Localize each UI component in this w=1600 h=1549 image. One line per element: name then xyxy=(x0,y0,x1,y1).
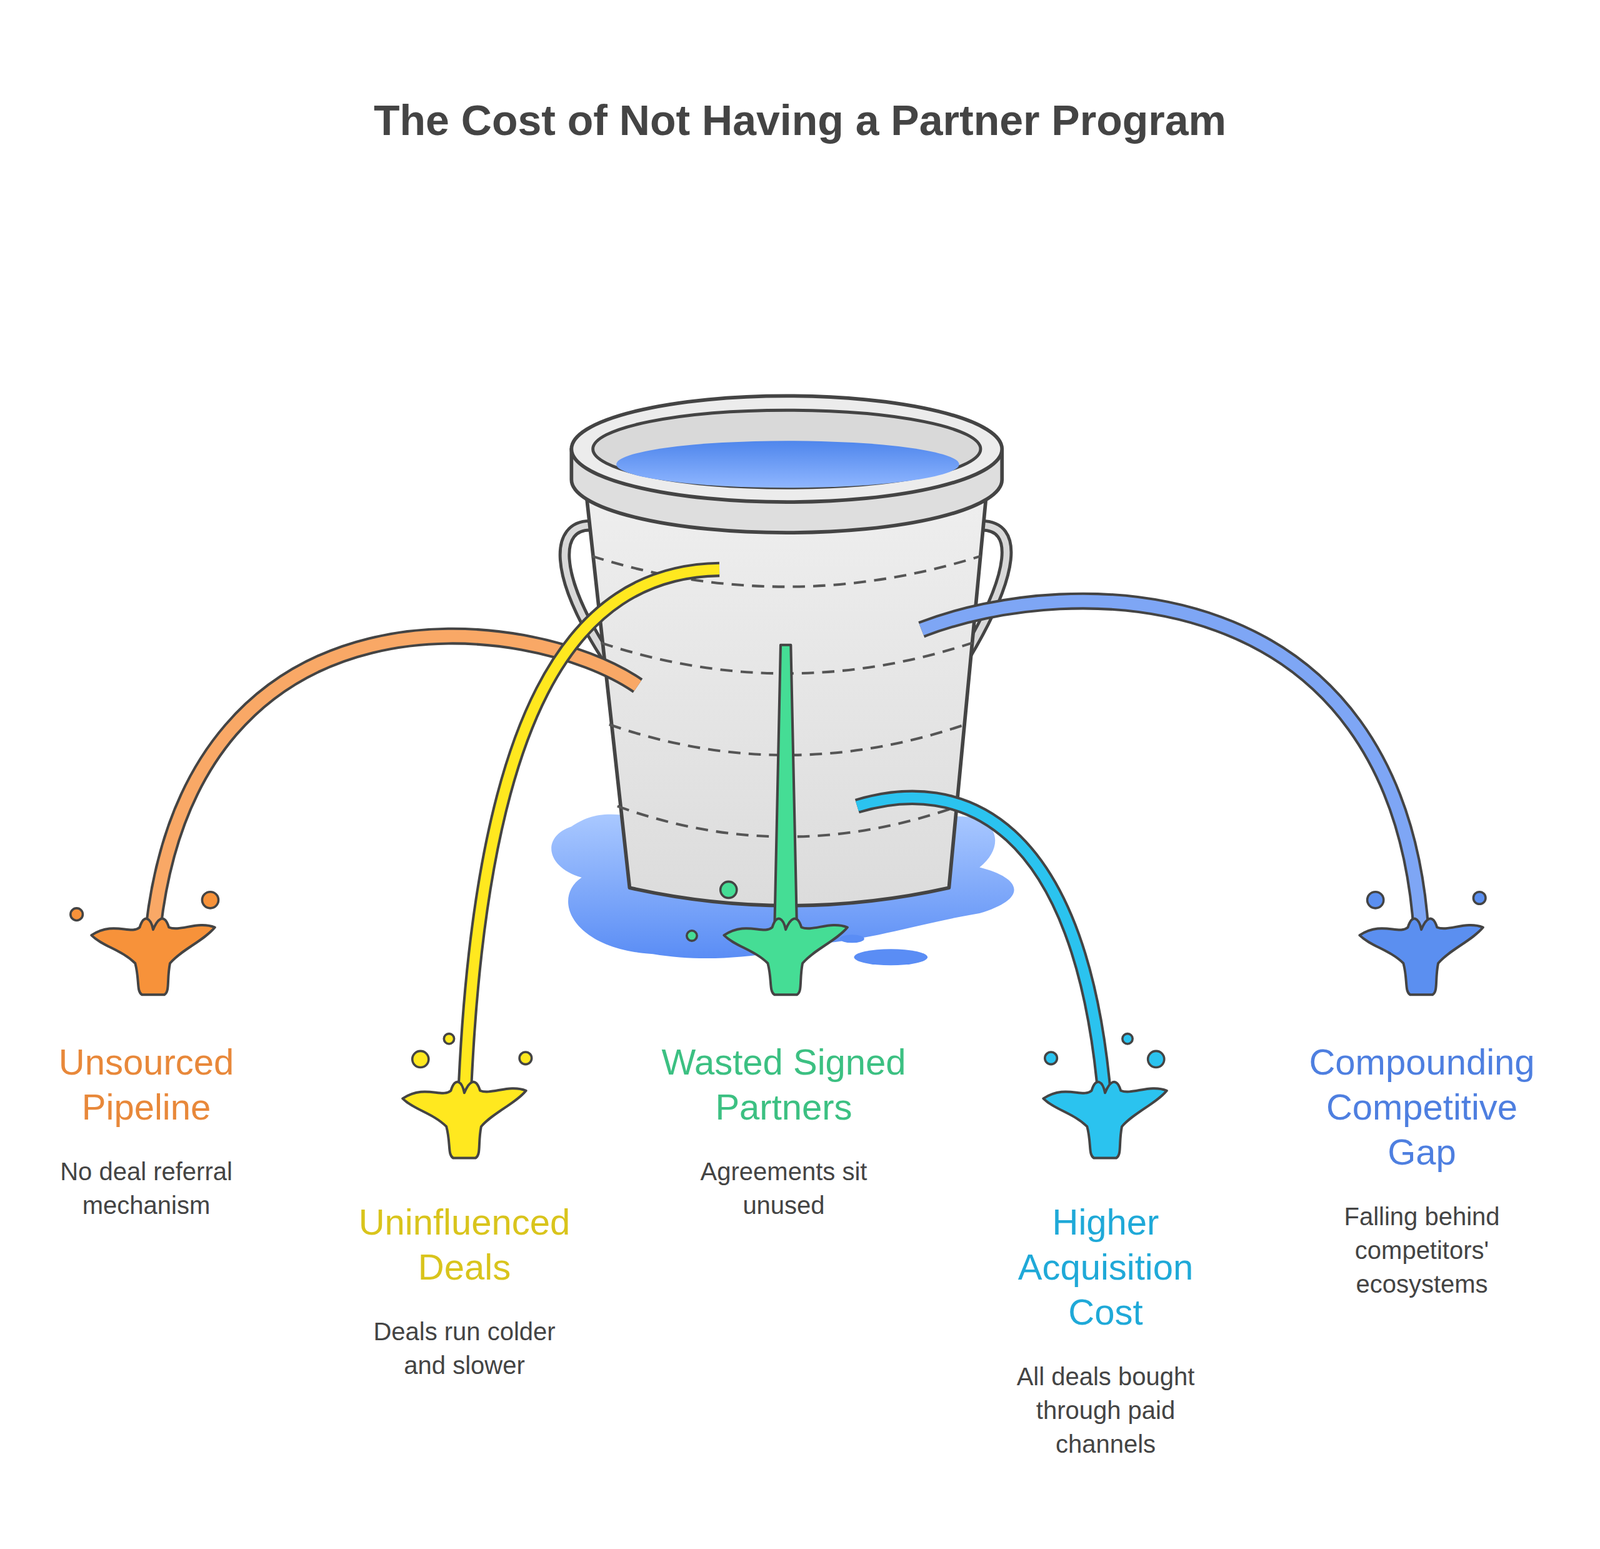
diagram-title: The Cost of Not Having a Partner Program xyxy=(0,93,1600,147)
splash-label: Wasted Signed PartnersAgreements sit unu… xyxy=(646,1039,922,1222)
node-body: Agreements sit unused xyxy=(677,1154,890,1222)
node-heading: Uninfluenced Deals xyxy=(339,1199,590,1290)
node-heading: Higher Acquisition Cost xyxy=(986,1199,1225,1335)
splash-label: Compounding Competitive GapFalling behin… xyxy=(1296,1039,1547,1301)
node-body: No deal referral mechanism xyxy=(33,1154,259,1222)
bucket-rim xyxy=(571,395,1002,533)
node-heading: Wasted Signed Partners xyxy=(646,1039,922,1130)
node-heading: Unsourced Pipeline xyxy=(21,1039,272,1130)
node-body: Deals run colder and slower xyxy=(351,1314,577,1382)
splash-label: Uninfluenced DealsDeals run colder and s… xyxy=(339,1199,590,1382)
splash-label: Unsourced Pipeline No deal referral mecha… xyxy=(21,1039,272,1222)
node-body: Falling behind competitors' ecosystems xyxy=(1303,1199,1541,1301)
splash-label: Higher Acquisition CostAll deals bought … xyxy=(986,1199,1225,1461)
node-body: All deals bought through paid channels xyxy=(993,1359,1219,1461)
splash xyxy=(70,881,1486,1158)
leak-stream xyxy=(153,569,1422,1102)
node-heading: Compounding Competitive Gap xyxy=(1296,1039,1547,1175)
